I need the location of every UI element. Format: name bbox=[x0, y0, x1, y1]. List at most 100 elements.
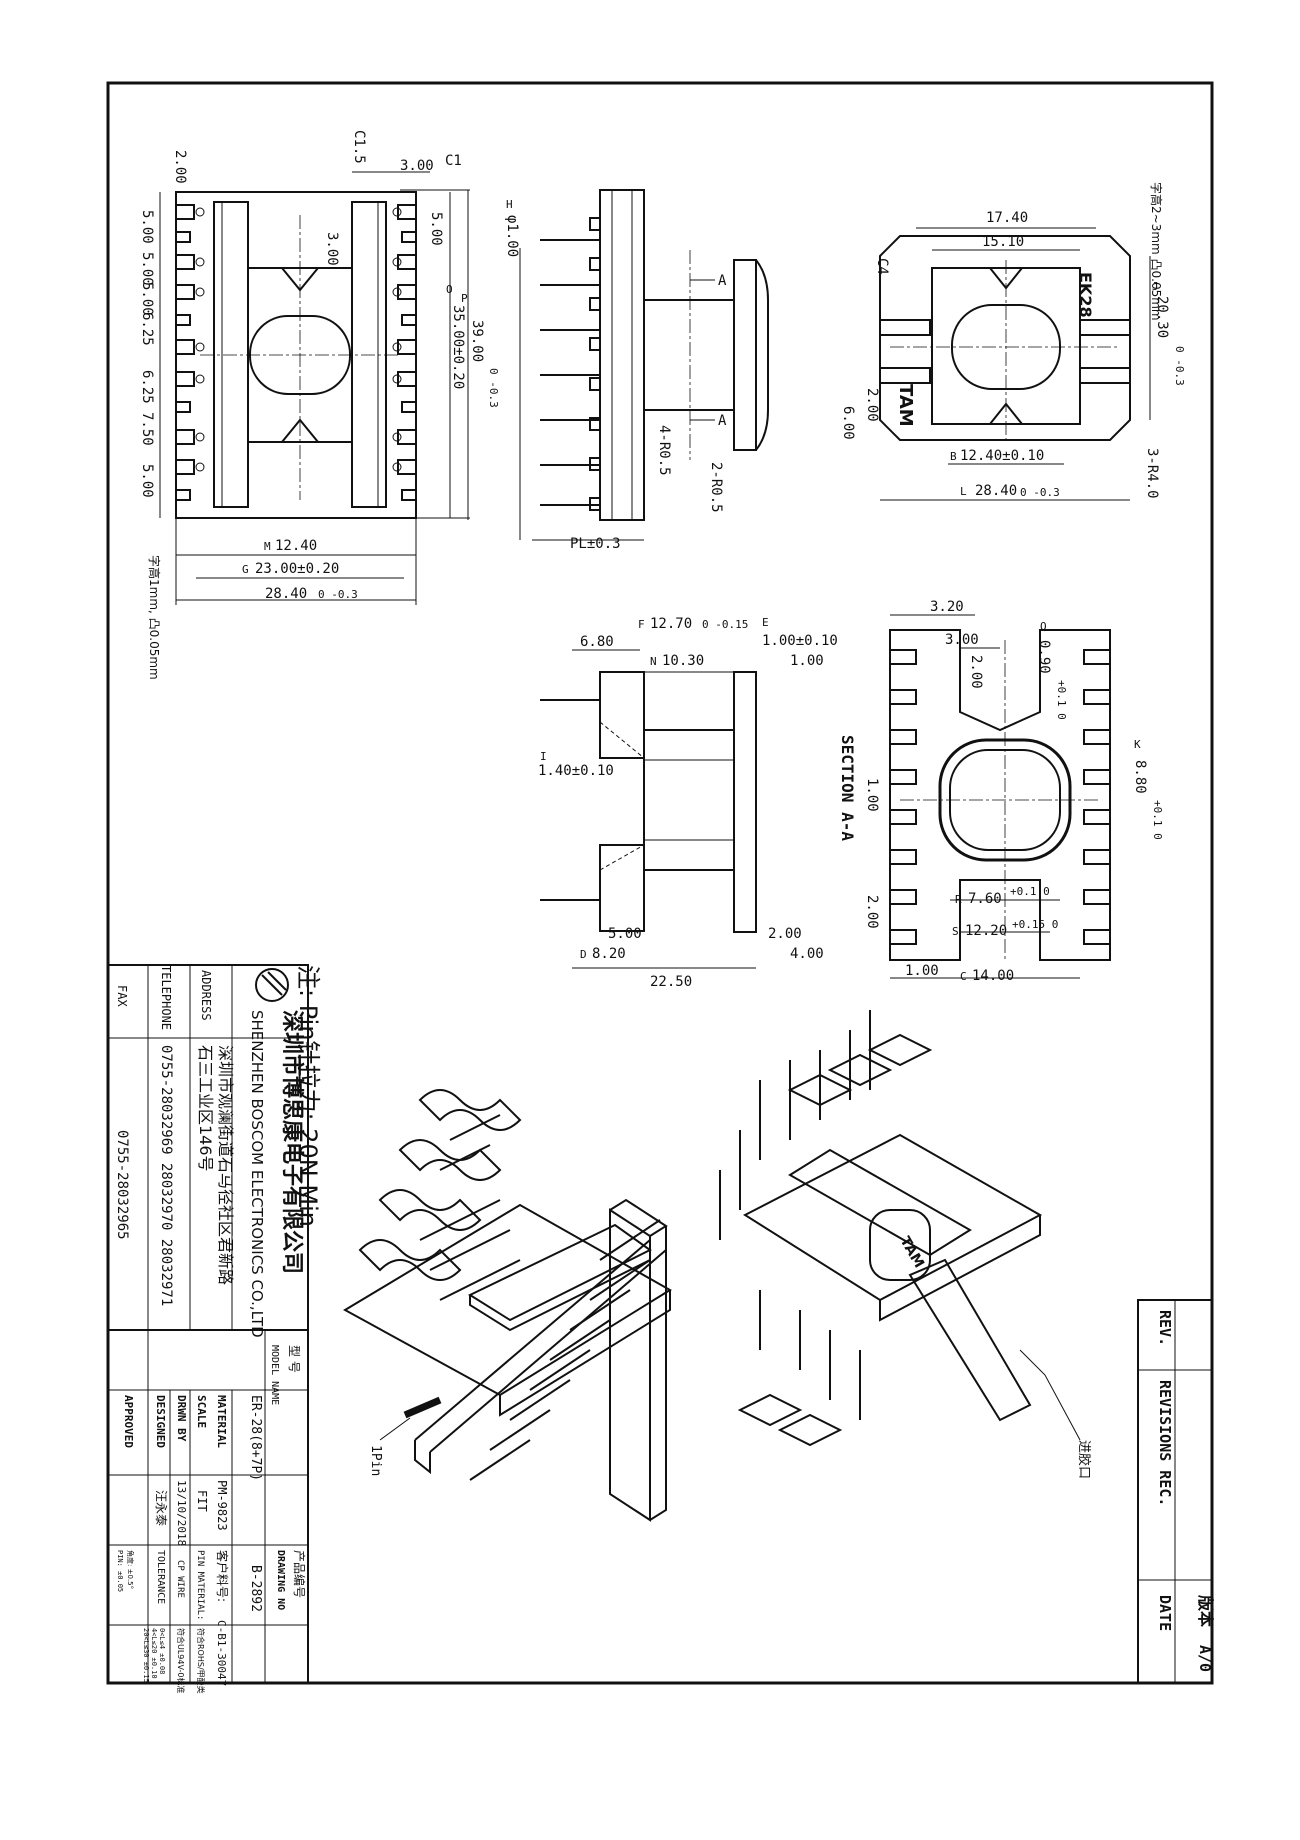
tb-model-value: ER-28(8+7P) bbox=[248, 1395, 263, 1481]
company-name-en: SHENZHEN BOSCOM ELECTRONICS CO.,LTD bbox=[248, 1010, 266, 1338]
tb-designer: 汪永泰 bbox=[154, 1490, 168, 1526]
tr-dim-6-00: 6.00 bbox=[840, 406, 856, 440]
left-dim-pitch-g: 5.00 bbox=[139, 464, 155, 498]
side-section-a-top: A bbox=[718, 273, 727, 289]
iso-label-gate: 进胶口 bbox=[1076, 1440, 1092, 1479]
tb-tol-1c: 20<L≤30 ±0.15 bbox=[142, 1628, 150, 1683]
tb-pin-material-label: PIN MATERIAL: bbox=[195, 1550, 205, 1620]
revision-block: 版本 A/0 REV. REVISIONS REC. DATE bbox=[1137, 1299, 1215, 1684]
tb-designed-label: DESIGNED bbox=[154, 1395, 167, 1448]
tb-tol-1a: 0<L≤4 ±0.08 bbox=[158, 1628, 166, 1674]
front-dim-12-70-tol: 0 -0.15 bbox=[702, 618, 748, 631]
tr-dim-20-30-tol: 0 -0.3 bbox=[1173, 346, 1186, 386]
top-right-view: 17.40 15.10 C4 字高2~3mm 凸0.05mm 20.30 0 -… bbox=[840, 182, 1186, 501]
left-dim-pitch-f: 7.50 bbox=[139, 412, 155, 446]
front-marker-f: F bbox=[638, 618, 645, 631]
left-dim-39: 39.00 bbox=[469, 320, 485, 362]
tb-product-no-cn: 产品编号 bbox=[292, 1550, 307, 1598]
front-dim-8-20: 8.20 bbox=[592, 946, 626, 962]
company-logo bbox=[255, 968, 289, 1002]
sec-title: SECTION A-A bbox=[838, 735, 857, 841]
iso-label-1pin: 1Pin bbox=[368, 1445, 383, 1476]
tr-dim-3r4: 3-R4.0 bbox=[1144, 448, 1160, 499]
tb-tolerance-label: TOLERANCE bbox=[155, 1550, 166, 1604]
telephone-value: 0755-28032969 28032970 28032971 bbox=[158, 1045, 174, 1306]
tr-dim-15-10: 15.10 bbox=[982, 234, 1024, 250]
left-dim-28-40: 28.40 bbox=[265, 586, 307, 602]
left-dim-39-tol: 0 -0.3 bbox=[487, 368, 500, 408]
sec-dim-8-80-tol: +0.1 0 bbox=[1151, 800, 1164, 840]
left-marker-o: O bbox=[446, 283, 453, 296]
rev-version: A/0 bbox=[1196, 1645, 1214, 1672]
tr-marker-l: L bbox=[960, 485, 967, 498]
sec-dim-1-00a: 1.00 bbox=[864, 778, 880, 812]
rev-label: REV. bbox=[1156, 1310, 1174, 1346]
left-dim-c1: C1 bbox=[445, 153, 462, 169]
address-label: ADDRESS bbox=[199, 970, 213, 1021]
iso-view-left: 1Pin bbox=[342, 1089, 672, 1522]
left-dim-pitch-d: 6.25 bbox=[139, 312, 155, 346]
sec-marker-s: S bbox=[952, 925, 959, 938]
tb-cp-wire-label: CP WIRE bbox=[175, 1560, 185, 1598]
side-section-a-bot: A bbox=[718, 413, 727, 429]
tb-tol-2b: PIN: ±0.05 bbox=[116, 1550, 124, 1592]
iso-label-tam: TAM bbox=[897, 1234, 927, 1271]
sec-dim-2-00a: 2.00 bbox=[968, 655, 984, 689]
sec-dim-3-20: 3.20 bbox=[930, 599, 964, 615]
address-line2: 石三工业区146号 bbox=[196, 1045, 215, 1172]
side-view: φ1.00 4-R0.5 2-R0.5 PL±0.3 A A H bbox=[504, 189, 769, 552]
tr-dim-2-00: 2.00 bbox=[864, 388, 880, 422]
front-marker-i: I bbox=[540, 750, 547, 763]
side-dim-phi1: φ1.00 bbox=[504, 215, 520, 257]
front-dim-12-70: 12.70 bbox=[650, 616, 692, 632]
left-dim-35: 35.00±0.20 bbox=[450, 305, 466, 389]
left-dim-2-00: 2.00 bbox=[172, 150, 188, 184]
left-dim-3-00-mid: 3.00 bbox=[324, 232, 340, 266]
tb-material-label: MATERIAL bbox=[215, 1395, 228, 1448]
front-dim-1-00b: 1.00±0.10 bbox=[762, 633, 838, 649]
tb-material-value: PM-9823 bbox=[215, 1480, 229, 1531]
side-dim-2r05: 2-R0.5 bbox=[708, 462, 724, 513]
tr-label-tam: TAM bbox=[895, 384, 916, 427]
left-dim-pitch-e: 6.25 bbox=[139, 370, 155, 404]
left-dim-28-40-tol: 0 -0.3 bbox=[318, 588, 358, 601]
tb-approved-label: APPROVED bbox=[122, 1395, 135, 1448]
front-marker-n: N bbox=[650, 655, 657, 668]
sec-marker-q: Q bbox=[1040, 620, 1047, 633]
tr-dim-28-40: 28.40 bbox=[975, 483, 1017, 499]
tb-customer-no: C-B1-30047 bbox=[215, 1620, 228, 1686]
fax-value: 0755-28032965 bbox=[114, 1130, 130, 1240]
front-dim-4-00: 4.00 bbox=[790, 946, 824, 962]
sec-dim-2-00b: 2.00 bbox=[864, 895, 880, 929]
left-marker-m: M bbox=[264, 540, 271, 553]
left-dim-pitch-b: 5.00 bbox=[139, 252, 155, 286]
tb-drawing-no-label: DRAWING NO bbox=[275, 1550, 286, 1610]
sec-dim-3-00: 3.00 bbox=[945, 632, 979, 648]
tb-drawn-label: DRWN BY bbox=[175, 1395, 188, 1442]
address-line1: 深圳市观澜街道石马径社区君新路 bbox=[216, 1045, 235, 1285]
side-marker-h: H bbox=[506, 198, 513, 211]
tr-dim-17-40: 17.40 bbox=[986, 210, 1028, 226]
company-name-cn: 深圳市博思康电子有限公司 bbox=[279, 1010, 305, 1274]
left-dim-12-40: 12.40 bbox=[275, 538, 317, 554]
sec-dim-8-80: 8.80 bbox=[1132, 760, 1148, 794]
front-dim-1-00: 1.00 bbox=[790, 653, 824, 669]
tr-dim-28-40-tol: 0 -0.3 bbox=[1020, 486, 1060, 499]
telephone-label: TELEPHONE bbox=[159, 965, 173, 1030]
front-dim-6-80: 6.80 bbox=[580, 634, 614, 650]
tb-tol-2a: 角度: ±0.5° bbox=[126, 1550, 135, 1589]
left-dim-pitch-c: 5.00 bbox=[139, 282, 155, 316]
note-and-company: 注: Pin针拉力: 20N Min 深圳市博思康电子有限公司 SHENZHEN… bbox=[107, 964, 322, 1684]
left-marker-g: G bbox=[242, 563, 249, 576]
tb-pin-material: 符合ROHS/甲酸类 bbox=[196, 1628, 206, 1694]
sec-marker-c: C bbox=[960, 970, 967, 983]
left-marker-p: P bbox=[461, 292, 468, 305]
title-block: 型 号 MODEL NAME ER-28(8+7P) 产品编号 DRAWING … bbox=[107, 1329, 309, 1694]
tb-model-cn: 型 号 bbox=[287, 1345, 301, 1373]
left-dim-5-00-right: 5.00 bbox=[428, 212, 444, 246]
tr-dim-12-40: 12.40±0.10 bbox=[960, 448, 1044, 464]
tb-scale-value: FIT bbox=[195, 1490, 209, 1512]
front-marker-d: D bbox=[580, 948, 587, 961]
tr-marker-j: J bbox=[1152, 280, 1159, 293]
